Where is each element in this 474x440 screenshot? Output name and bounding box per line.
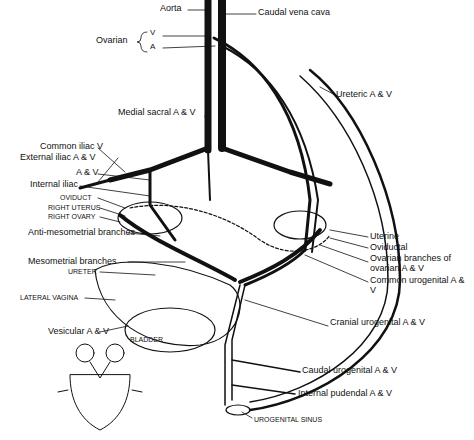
vessel-label: Oviductal <box>370 243 408 253</box>
organ-label: LATERAL VAGINA <box>20 294 78 302</box>
organ-label: OVIDUCT <box>60 194 92 202</box>
leader-line <box>188 10 205 11</box>
vessel-label: Medial sacral A & V <box>118 108 196 118</box>
vessel-label: Common urogenital A & V <box>370 276 470 296</box>
organ-label: BLADDER <box>130 336 163 344</box>
pudendal-vessel <box>232 385 295 394</box>
leader-line <box>226 14 256 15</box>
organ-label: RIGHT OVARY <box>48 213 95 221</box>
bladder-outline <box>125 308 215 352</box>
leader-line <box>242 412 252 418</box>
caudal-urogenital-vessel <box>232 360 300 372</box>
ureter-vessel <box>250 76 388 402</box>
aorta-vessel <box>205 0 212 150</box>
urogenital-sinus-shape <box>226 405 250 415</box>
vessel-label: A & V <box>76 168 99 178</box>
vessel-label: Vesicular A & V <box>48 327 109 337</box>
leader-line <box>245 300 328 326</box>
vena-cava-vessel <box>218 0 226 148</box>
vessel-label: External iliac A & V <box>20 153 96 163</box>
leader-line <box>163 36 215 48</box>
vessel-label: Ovarian branches of ovarian A & V <box>370 254 470 274</box>
leader-line <box>80 174 150 196</box>
vessel-label: Ureteric A & V <box>336 90 392 100</box>
vessel-label: Ovarian <box>96 36 128 46</box>
bracket <box>137 32 147 52</box>
vessel-label: Anti-mesometrial branches <box>28 228 135 238</box>
vessel-label: Cranial urogenital A & V <box>330 318 430 328</box>
vessel-label: Uterine <box>370 232 399 242</box>
vessel-label: V <box>150 29 155 38</box>
leader-line <box>100 233 185 275</box>
organ-label: URETER <box>68 268 97 276</box>
vessel-label: Common iliac V <box>40 142 103 152</box>
vessel-label: Caudal vena cava <box>258 8 330 18</box>
vessel-label: Aorta <box>160 4 182 14</box>
medial-sacral-vessel <box>208 150 210 200</box>
vessel-label: Internal iliac <box>30 180 78 190</box>
inset-figure <box>58 344 142 430</box>
left-iliac-vessel <box>110 148 208 180</box>
vessel-label: Internal pudendal A & V <box>298 389 392 399</box>
leader-line <box>305 230 368 282</box>
branch-vessels <box>130 205 330 251</box>
vagina-outline <box>95 262 240 345</box>
leader-line <box>320 87 335 95</box>
urogenital-trunk <box>232 285 245 400</box>
vessel-label: Mesometrial branches <box>28 257 117 267</box>
ovarian-vessel <box>214 38 310 250</box>
common-urogenital-vessel <box>245 250 305 285</box>
leader-line <box>98 198 125 222</box>
organ-label: RIGHT UTERUS <box>48 204 100 212</box>
urogenital-trunk <box>225 285 240 405</box>
organ-label: UROGENITAL SINUS <box>254 416 322 424</box>
vessel-label: Caudal urogenital A & V <box>302 366 397 376</box>
vessel-label: A <box>150 43 155 52</box>
uterus-horn <box>120 215 235 280</box>
ovarian-vessel <box>222 46 318 252</box>
leader-line <box>205 116 210 140</box>
